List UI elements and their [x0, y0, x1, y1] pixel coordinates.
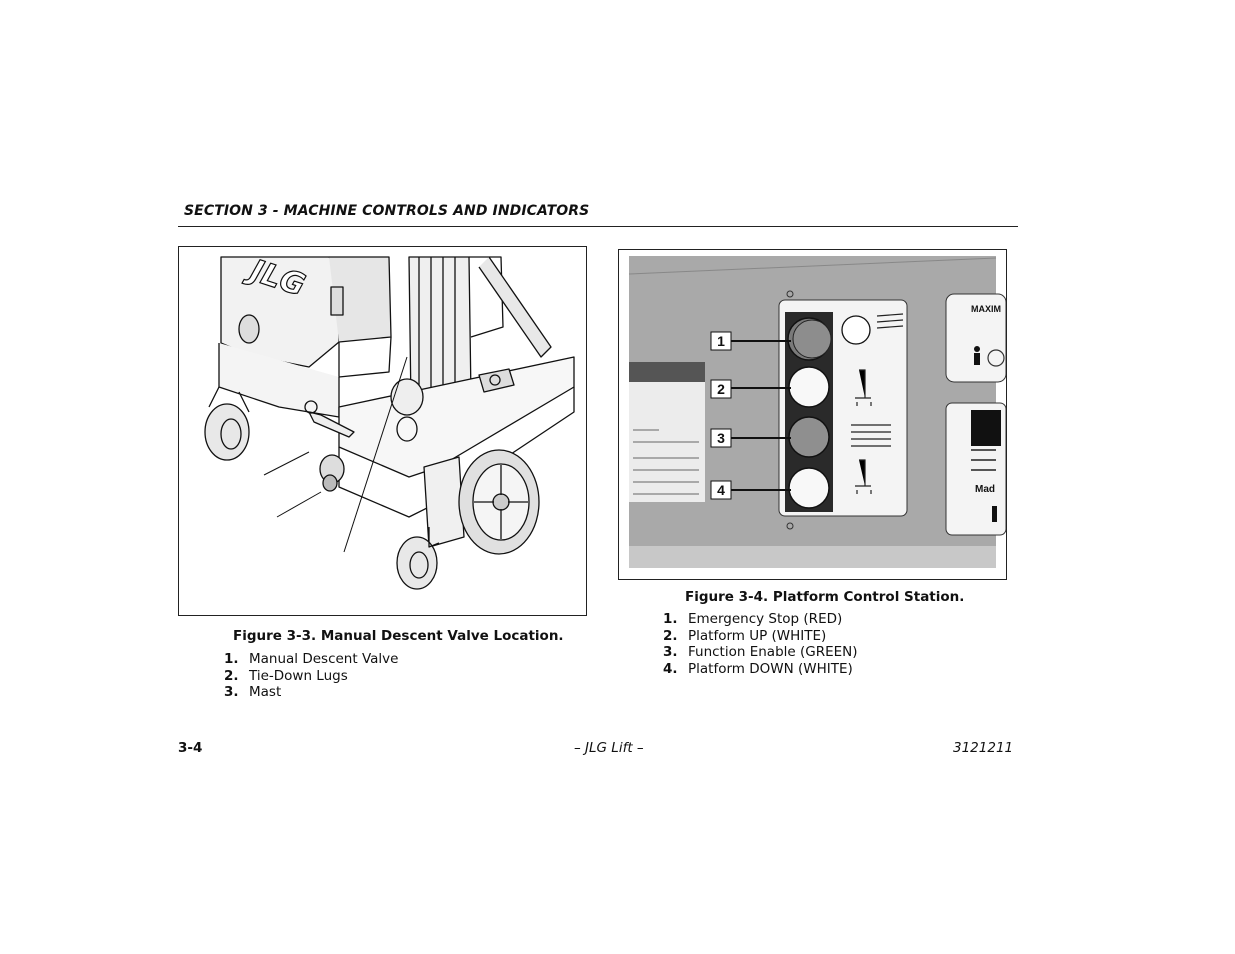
figure-3-4-frame: MAXIM Mad 1 2 3 4	[618, 249, 1007, 580]
list-item: 1.Manual Descent Valve	[224, 651, 399, 667]
figure-3-3-legend: 1.Manual Descent Valve 2.Tie-Down Lugs 3…	[224, 651, 398, 701]
figure-3-4-caption: Figure 3-4. Platform Control Station.	[685, 589, 965, 605]
callout-1: 1	[717, 333, 725, 349]
section-title: SECTION 3 - MACHINE CONTROLS AND INDICAT…	[184, 203, 590, 219]
list-item: 4.Platform DOWN (WHITE)	[663, 660, 853, 677]
callout-3: 3	[717, 430, 725, 446]
list-item: 2.Platform UP (WHITE)	[663, 627, 827, 644]
list-item: 3.Function Enable (GREEN)	[663, 644, 858, 660]
list-item: 1.Emergency Stop (RED)	[663, 611, 843, 627]
header-rule	[178, 226, 1018, 227]
page-number: 3-4	[178, 740, 203, 756]
figure-3-4-legend: 1.Emergency Stop (RED) 2.Platform UP (WH…	[663, 611, 858, 677]
figure-3-3-caption: Figure 3-3. Manual Descent Valve Locatio…	[233, 628, 564, 644]
footer-title: – JLG Lift –	[574, 740, 644, 756]
list-item: 3.Mast	[224, 684, 282, 700]
panel-text-mad: Mad	[975, 484, 995, 495]
document-number: 3121211	[953, 740, 1014, 756]
list-item: 2.Tie-Down Lugs	[224, 667, 348, 684]
callout-4: 4	[717, 482, 725, 498]
manual-descent-valve-illustration: JLG	[204, 251, 575, 590]
platform-control-station-illustration: MAXIM Mad 1 2 3 4	[628, 256, 1006, 568]
figure-3-3-frame: JLG	[178, 246, 587, 616]
callout-2: 2	[717, 381, 725, 397]
panel-text-maxim: MAXIM	[971, 304, 1001, 314]
